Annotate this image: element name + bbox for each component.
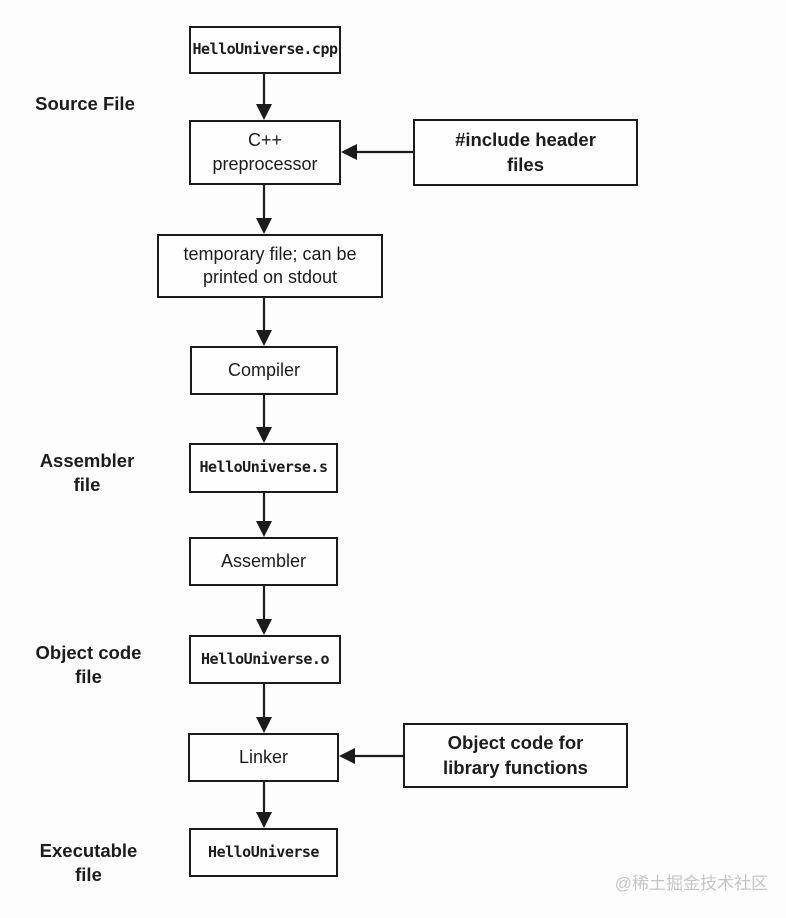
side-label-assembler-file: Assembler file (39, 450, 135, 496)
node-assembler: Assembler (189, 537, 338, 586)
node-temporary-file: temporary file; can be printed on stdout (157, 234, 383, 298)
node-linker: Linker (188, 733, 339, 782)
arrow-assembler-to-objfile (256, 586, 272, 635)
arrow-libs-to-linker (339, 748, 403, 764)
node-object-file-box: HelloUniverse.o (189, 635, 341, 684)
node-assembler-file-box: HelloUniverse.s (189, 443, 338, 493)
callout-include-header-files: #include header files (413, 119, 638, 186)
watermark-text: @稀土掘金技术社区 (614, 874, 768, 893)
arrow-objfile-to-linker (256, 684, 272, 733)
side-label-source-file: Source File (35, 93, 135, 114)
arrow-preprocessor-to-tempfile (256, 185, 272, 234)
side-label-executable-file: Executable file (39, 840, 138, 886)
side-label-object-code-file: Object code file (35, 642, 142, 688)
node-source-file-box: HelloUniverse.cpp (189, 26, 341, 74)
callout-object-code-library: Object code for library functions (403, 723, 628, 788)
node-executable-box: HelloUniverse (189, 828, 338, 877)
node-cpp-preprocessor: C++ preprocessor (189, 120, 341, 185)
arrow-compiler-to-asmfile (256, 395, 272, 443)
arrow-source-to-preprocessor (256, 74, 272, 120)
arrow-asmfile-to-assembler (256, 493, 272, 537)
arrow-headers-to-preprocessor (341, 144, 413, 160)
arrow-tempfile-to-compiler (256, 298, 272, 346)
arrow-linker-to-executable (256, 782, 272, 828)
node-compiler: Compiler (190, 346, 338, 395)
